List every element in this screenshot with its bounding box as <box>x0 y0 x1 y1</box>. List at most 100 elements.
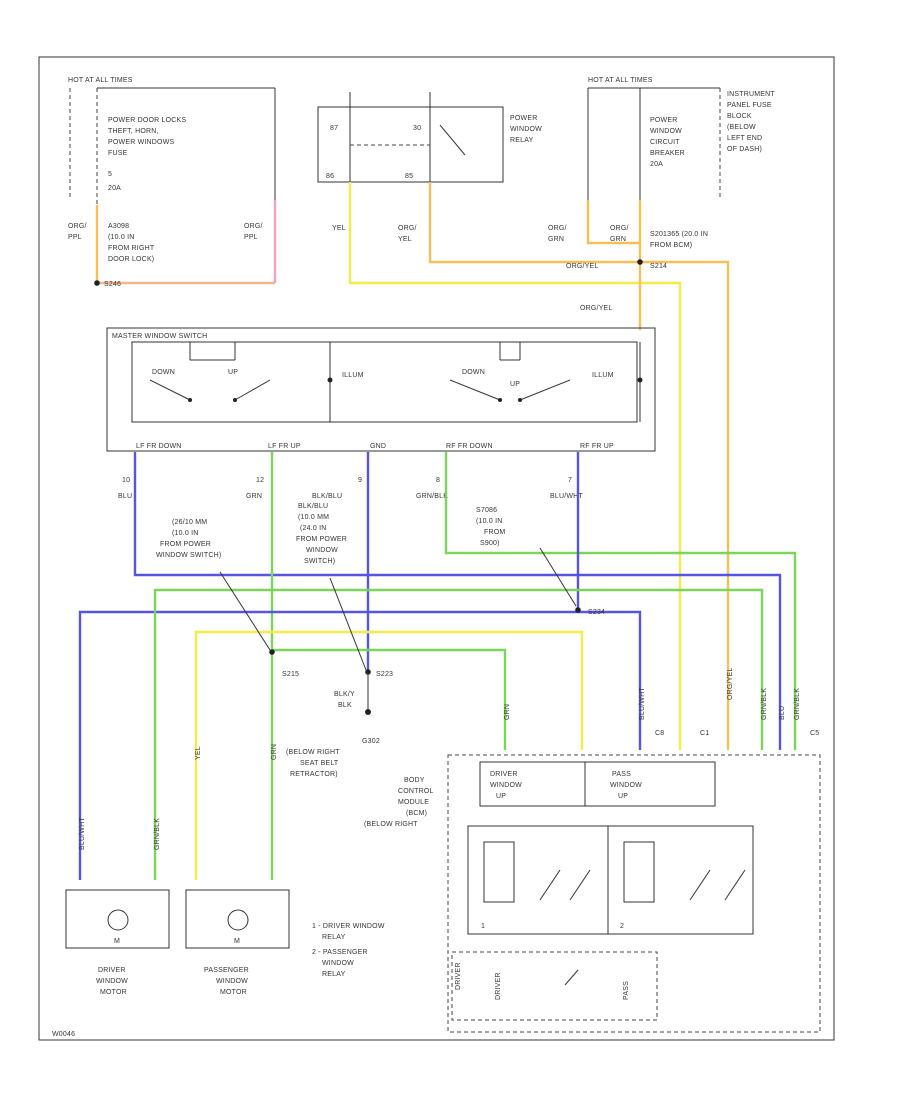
svg-text:YEL: YEL <box>398 236 412 243</box>
svg-text:(24.0 IN: (24.0 IN <box>300 525 327 532</box>
svg-text:(10.0 IN: (10.0 IN <box>172 530 199 537</box>
svg-text:GND: GND <box>370 443 386 450</box>
svg-text:PASSENGER: PASSENGER <box>204 967 249 974</box>
svg-text:FROM POWER: FROM POWER <box>160 541 211 548</box>
svg-text:POWER: POWER <box>650 117 677 124</box>
svg-text:GRN/BLK: GRN/BLK <box>794 688 801 720</box>
svg-text:UP: UP <box>618 793 628 800</box>
relay-1-number: 1 <box>481 923 485 930</box>
blu-wht-driver-motor-wire <box>78 610 642 880</box>
org-ppl-label-b: ORG/ PPL <box>244 223 263 241</box>
svg-text:(10.0 IN: (10.0 IN <box>476 518 503 525</box>
svg-text:BLOCK: BLOCK <box>727 113 752 120</box>
s215-id: S215 <box>282 671 299 678</box>
svg-text:DOOR LOCK): DOOR LOCK) <box>108 256 154 263</box>
fuse-hot-label: HOT AT ALL TIMES <box>68 77 133 84</box>
yel-label: YEL <box>332 225 346 232</box>
relay-2-number: 2 <box>620 923 624 930</box>
svg-text:C1: C1 <box>700 730 709 737</box>
svg-text:20A: 20A <box>650 161 663 168</box>
svg-text:POWER DOOR LOCKS: POWER DOOR LOCKS <box>108 117 186 124</box>
master-switch-pin-labels: LF FR DOWN LF FR UP GND RF FR DOWN RF FR… <box>136 443 614 450</box>
svg-text:BLU/WHT: BLU/WHT <box>639 687 646 720</box>
svg-text:POWER: POWER <box>510 115 537 122</box>
footer-id: W0046 <box>52 1031 75 1038</box>
svg-text:FROM: FROM <box>484 529 505 536</box>
right-up-label: UP <box>510 381 520 388</box>
illum-2-label: ILLUM <box>592 372 614 379</box>
svg-text:INSTRUMENT: INSTRUMENT <box>727 91 775 98</box>
svg-text:(10.0 IN: (10.0 IN <box>108 234 135 241</box>
svg-text:12: 12 <box>256 477 264 484</box>
fuse-description: POWER DOOR LOCKS THEFT, HORN, POWER WIND… <box>108 117 186 192</box>
svg-text:5: 5 <box>108 171 112 178</box>
svg-text:7: 7 <box>568 477 572 484</box>
svg-text:2 - PASSENGER: 2 - PASSENGER <box>312 949 368 956</box>
svg-text:RELAY: RELAY <box>322 934 346 941</box>
svg-text:9: 9 <box>358 477 362 484</box>
relay-pin-86: 86 <box>326 173 334 180</box>
svg-text:GRN/BLK: GRN/BLK <box>416 493 448 500</box>
right-switch-contacts <box>449 342 571 402</box>
driver-motor-label: DRIVER WINDOW MOTOR <box>96 967 128 996</box>
bcm-name: BODY CONTROL MODULE (BCM) (BELOW RIGHT <box>364 777 433 828</box>
master-switch-pin-colors: BLU GRN BLK/BLU GRN/BLK BLU/WHT <box>118 493 583 500</box>
svg-text:BLK/Y: BLK/Y <box>334 691 355 698</box>
svg-text:YEL: YEL <box>195 746 202 760</box>
s234-leader <box>539 547 577 607</box>
left-switch-contacts <box>149 342 271 402</box>
svg-text:RF FR DOWN: RF FR DOWN <box>446 443 493 450</box>
org-grn-label-b: ORG/ GRN <box>610 225 629 243</box>
breaker-name: POWER WINDOW CIRCUIT BREAKER 20A <box>650 117 685 168</box>
vertical-wire-tags: BLU/WHT GRN/BLK YEL GRN BLU/WHT GRN/BLK … <box>79 667 801 850</box>
svg-text:RELAY: RELAY <box>322 971 346 978</box>
svg-text:DRIVER: DRIVER <box>495 972 502 1000</box>
svg-text:ORG/YEL: ORG/YEL <box>727 667 734 700</box>
svg-text:WINDOW: WINDOW <box>306 547 338 554</box>
svg-text:GRN: GRN <box>271 744 278 760</box>
svg-text:GRN: GRN <box>246 493 262 500</box>
s214-note: S201365 (20.0 IN FROM BCM) <box>650 231 708 249</box>
svg-text:G302: G302 <box>362 738 380 745</box>
g302-ground-dot <box>365 709 371 715</box>
org-grn-wire-a <box>586 200 640 245</box>
s223-note: BLK/BLU (10.0 MM (24.0 IN FROM POWER WIN… <box>296 503 347 565</box>
svg-text:GRN: GRN <box>610 236 626 243</box>
s215-note: (26/10 MM (10.0 IN FROM POWER WINDOW SWI… <box>156 519 221 559</box>
s246-id: S246 <box>104 281 121 288</box>
svg-text:GRN: GRN <box>504 704 511 720</box>
driver-window-motor <box>65 889 170 949</box>
instrument-panel-note: INSTRUMENT PANEL FUSE BLOCK (BELOW LEFT … <box>727 91 775 153</box>
passenger-window-motor <box>185 889 290 949</box>
svg-text:LF FR DOWN: LF FR DOWN <box>136 443 182 450</box>
svg-text:WINDOW: WINDOW <box>96 978 128 985</box>
s223-id: S223 <box>376 671 393 678</box>
svg-text:BLU/WHT: BLU/WHT <box>550 493 583 500</box>
svg-text:MODULE: MODULE <box>398 799 429 806</box>
svg-text:DRIVER: DRIVER <box>455 962 462 990</box>
svg-text:UP: UP <box>496 793 506 800</box>
master-switch-pin-numbers: 10 12 9 8 7 <box>122 477 572 484</box>
svg-text:C5: C5 <box>810 730 819 737</box>
svg-text:RETRACTOR): RETRACTOR) <box>290 771 338 778</box>
svg-text:LF FR UP: LF FR UP <box>268 443 301 450</box>
pass-window-up-label: PASS WINDOW UP <box>610 771 642 800</box>
svg-text:(10.0 MM: (10.0 MM <box>298 514 329 521</box>
master-switch-name: MASTER WINDOW SWITCH <box>112 333 207 340</box>
svg-text:POWER WINDOWS: POWER WINDOWS <box>108 139 175 146</box>
svg-text:GRN/BLK: GRN/BLK <box>761 688 768 720</box>
yel-pass-motor-wire <box>194 630 584 880</box>
svg-text:WINDOW: WINDOW <box>322 960 354 967</box>
svg-text:20A: 20A <box>108 185 121 192</box>
svg-text:PASS: PASS <box>623 981 630 1000</box>
svg-text:WINDOW: WINDOW <box>510 126 542 133</box>
illum-1-label: ILLUM <box>342 372 364 379</box>
svg-text:LEFT END: LEFT END <box>727 135 762 142</box>
svg-text:PPL: PPL <box>68 234 82 241</box>
org-yel-switch-label: ORG/YEL <box>580 305 613 312</box>
org-yel-run-label: ORG/YEL <box>566 263 599 270</box>
svg-text:THEFT, HORN,: THEFT, HORN, <box>108 128 159 135</box>
s214-splice-dot <box>637 259 643 265</box>
relay-pin-87: 87 <box>330 125 338 132</box>
svg-text:8: 8 <box>436 477 440 484</box>
